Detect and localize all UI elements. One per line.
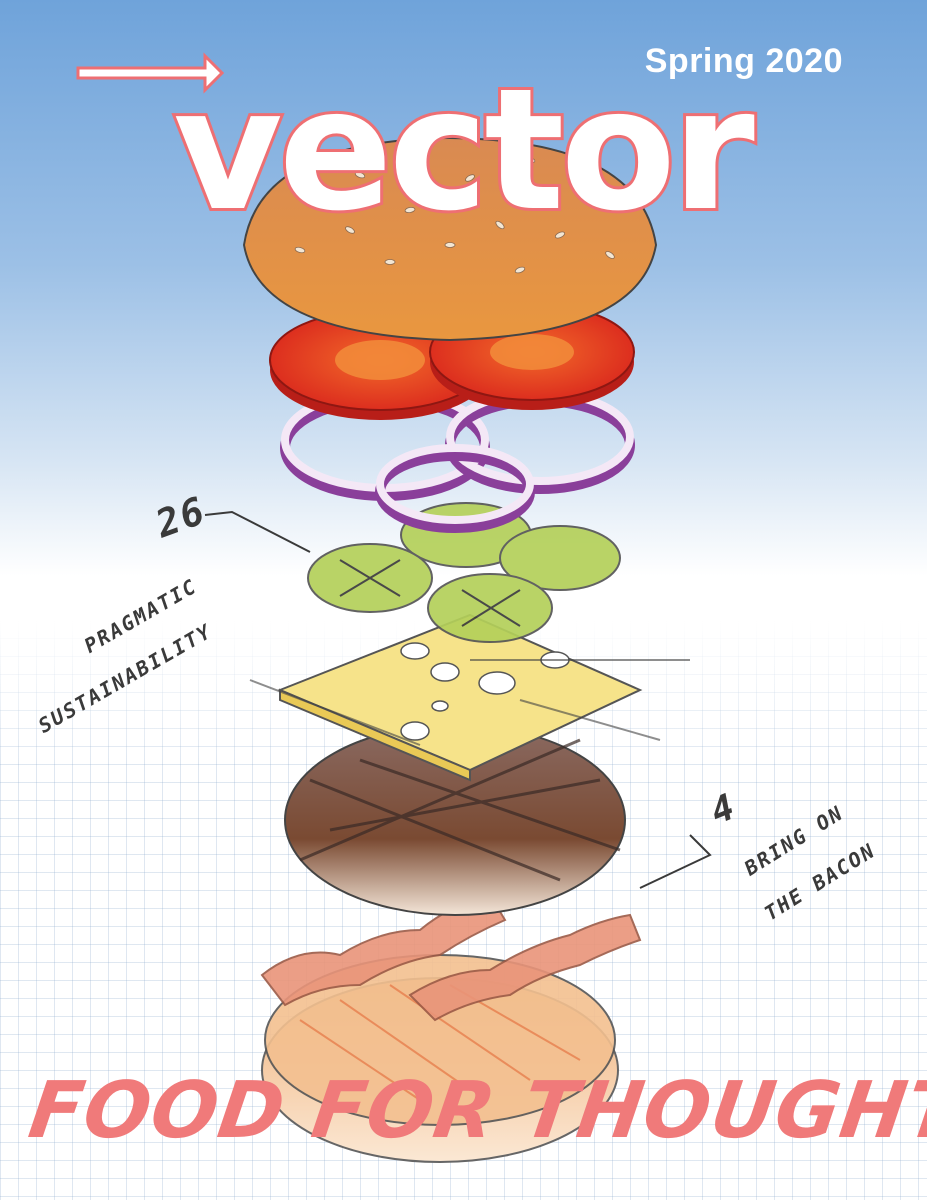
issue-date: Spring 2020 — [644, 42, 843, 80]
masthead-title: vector — [173, 52, 755, 248]
vector-logo: vector — [76, 49, 762, 251]
callout-lines — [204, 510, 712, 889]
cheese-slice — [249, 613, 690, 782]
cover-headline: FOOD FOR THOUGHT — [23, 1066, 927, 1156]
bacon-strips — [260, 893, 642, 1022]
patty — [284, 724, 626, 916]
bottom-bun — [261, 954, 619, 1163]
top-bun — [242, 136, 658, 342]
onion-rings — [280, 388, 635, 533]
arrow-icon — [76, 52, 225, 94]
